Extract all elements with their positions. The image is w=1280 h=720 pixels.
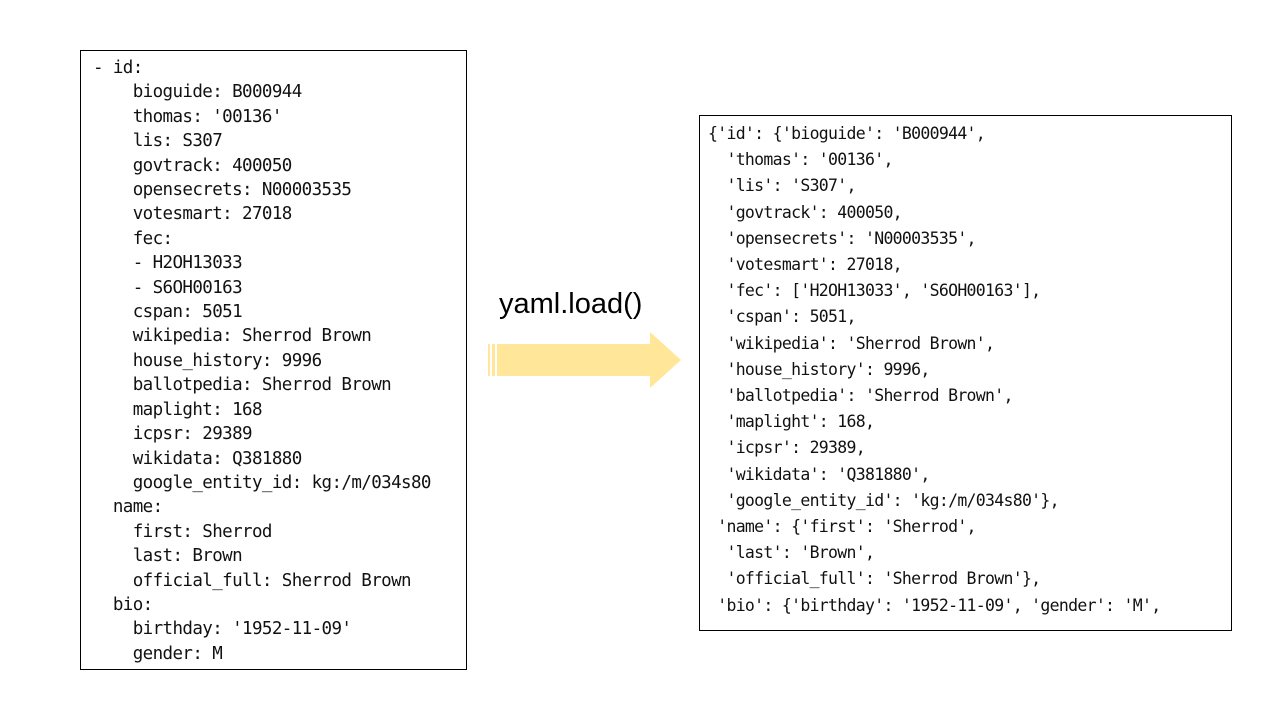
code-line: wikidata: Q381880 xyxy=(93,448,303,469)
code-line: 'thomas': '00136', xyxy=(708,150,893,170)
code-line: first: Sherrod xyxy=(93,521,273,542)
code-line: 'official_full': 'Sherrod Brown'}, xyxy=(708,569,1041,589)
code-line: 'cspan': 5051, xyxy=(708,307,856,327)
code-line: 'last': 'Brown', xyxy=(708,543,875,563)
code-line: cspan: 5051 xyxy=(93,302,243,323)
code-line: maplight: 168 xyxy=(93,399,263,420)
code-line: 'opensecrets': 'N00003535', xyxy=(708,228,976,248)
code-line: - H2OH13033 xyxy=(93,253,243,274)
code-line: 'wikidata': 'Q381880', xyxy=(708,464,930,484)
code-line: bio: xyxy=(93,594,153,615)
code-line: - id: xyxy=(93,58,143,78)
code-line: wikipedia: Sherrod Brown xyxy=(93,326,372,347)
code-line: 'google_entity_id': 'kg:/m/034s80'}, xyxy=(708,490,1059,510)
code-line: icpsr: 29389 xyxy=(93,424,253,445)
code-line: thomas: '00136' xyxy=(93,106,283,127)
code-line: bioguide: B000944 xyxy=(93,82,303,103)
code-line: 'house_history': 9996, xyxy=(708,359,930,379)
code-line: ballotpedia: Sherrod Brown xyxy=(93,375,392,396)
code-line: opensecrets: N00003535 xyxy=(93,180,352,201)
code-line: 'name': {'first': 'Sherrod', xyxy=(708,517,976,537)
code-line: 'ballotpedia': 'Sherrod Brown', xyxy=(708,386,1013,406)
code-line: google_entity_id: kg:/m/034s80 xyxy=(93,472,432,493)
code-line: gender: M xyxy=(93,643,223,664)
arrow-shape xyxy=(488,332,681,388)
right-arrow-icon xyxy=(488,332,681,388)
code-line: house_history: 9996 xyxy=(93,350,322,371)
code-line: 'maplight': 168, xyxy=(708,412,875,432)
code-line: govtrack: 400050 xyxy=(93,155,293,176)
code-line: 'fec': ['H2OH13033', 'S6OH00163'], xyxy=(708,281,1041,301)
code-line: - S6OH00163 xyxy=(93,277,243,298)
python-dict-box: {'id': {'bioguide': 'B000944', 'thomas':… xyxy=(699,115,1232,631)
code-line: name: xyxy=(93,497,163,518)
code-line: 'icpsr': 29389, xyxy=(708,438,865,458)
code-line: 'votesmart': 27018, xyxy=(708,255,902,275)
code-line: fec: xyxy=(93,228,173,249)
code-line: lis: S307 xyxy=(93,131,223,152)
code-line: {'id': {'bioguide': 'B000944', xyxy=(708,124,986,143)
code-line: 'lis': 'S307', xyxy=(708,176,856,196)
yaml-source-box: - id: bioguide: B000944 thomas: '00136' … xyxy=(80,50,467,670)
code-line: 'wikipedia': 'Sherrod Brown', xyxy=(708,333,995,353)
code-line: 'govtrack': 400050, xyxy=(708,202,902,222)
code-line: votesmart: 27018 xyxy=(93,204,293,225)
operation-label: yaml.load() xyxy=(499,288,643,320)
code-line: birthday: '1952-11-09' xyxy=(93,619,352,640)
code-line: last: Brown xyxy=(93,546,243,567)
code-line: official_full: Sherrod Brown xyxy=(93,570,412,591)
code-line: 'bio': {'birthday': '1952-11-09', 'gende… xyxy=(708,595,1161,615)
